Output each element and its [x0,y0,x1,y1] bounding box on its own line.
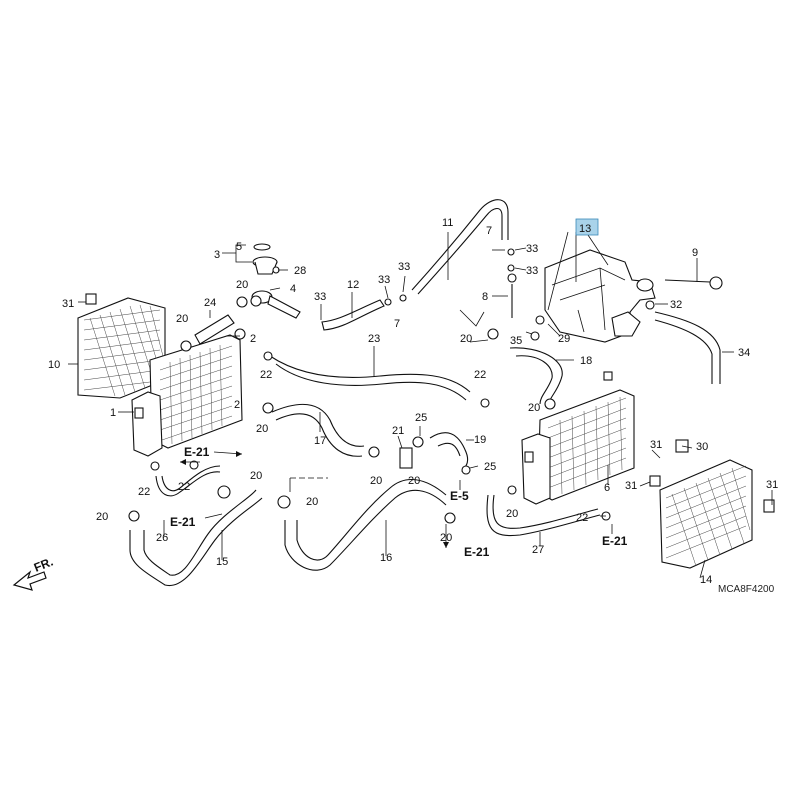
callout-25b: 25 [484,461,496,473]
filler-neck [236,290,301,319]
front-direction-arrow: FR. [12,555,55,591]
callout-35: 35 [510,335,522,347]
callout-19: 19 [474,434,486,446]
callout-2b: 2 [234,399,240,411]
callout-22d: 22 [178,481,190,493]
callout-20e: 20 [408,475,420,487]
callout-6: 6 [604,482,610,494]
callout-20c: 20 [256,423,268,435]
callout-16: 16 [380,552,392,564]
callout-18: 18 [580,355,592,367]
direction-label: FR. [32,555,55,575]
radiator-cap [252,243,280,275]
callout-33-second: 33 [526,265,538,277]
callout-22b: 22 [474,369,486,381]
callout-20i: 20 [96,511,108,523]
callout-33c: 33 [314,291,326,303]
callout-28: 28 [294,265,306,277]
callout-5: 5 [236,241,242,253]
callout-20f: 20 [460,333,472,345]
callout-20g: 20 [528,402,540,414]
callout-labels: 3 5 28 20 4 31 24 20 2 10 22 1 2 20 11 1… [48,217,778,586]
callout-12: 12 [347,279,359,291]
reserve-tank [544,249,656,343]
callout-13: 13 [579,223,591,235]
callout-29: 29 [558,333,570,345]
ref-e21-c: E-21 [464,545,490,559]
callout-32: 32 [670,299,682,311]
right-radiator-screen [659,459,753,569]
callout-34: 34 [738,347,750,359]
callout-23: 23 [368,333,380,345]
callout-25a: 25 [415,412,427,424]
callout-20h: 20 [250,470,262,482]
callout-22c: 22 [138,486,150,498]
callout-11: 11 [442,217,453,229]
callout-31d: 31 [766,479,778,491]
callout-1: 1 [110,407,116,419]
callout-15: 15 [216,556,228,568]
callout-31c: 31 [625,480,637,492]
callout-7b: 7 [486,225,492,237]
callout-2a: 2 [250,333,256,345]
ref-e21-a: E-21 [184,445,210,459]
callout-22e: 22 [576,512,588,524]
hose-clamps [85,248,775,524]
left-radiator [131,334,243,457]
diagram-code: MCA8F4200 [718,584,775,595]
callout-20k: 20 [440,532,452,544]
reference-arrows [180,309,613,548]
callout-20j: 20 [306,496,318,508]
callout-20-right: 20 [506,508,518,520]
ref-e5: E-5 [450,489,469,503]
callout-3: 3 [214,249,220,261]
callout-24: 24 [204,297,216,309]
callout-31b: 31 [650,439,662,451]
callout-4: 4 [290,283,296,295]
hoses [129,199,723,586]
callout-26: 26 [156,532,168,544]
leader-lines [68,231,773,579]
callout-21: 21 [392,425,404,437]
callout-9: 9 [692,247,698,259]
callout-30: 30 [696,441,708,453]
callout-14: 14 [700,574,712,586]
callout-22a: 22 [260,369,272,381]
ref-e21-d: E-21 [602,534,628,548]
callout-20d: 20 [370,475,382,487]
right-radiator [521,389,635,505]
callout-33b: 33 [398,261,410,273]
callout-7a: 7 [394,318,400,330]
callout-20a: 20 [236,279,248,291]
callout-10: 10 [48,359,60,371]
callout-33a: 33 [378,274,390,286]
callout-20b: 20 [176,313,188,325]
callout-8: 8 [482,291,488,303]
callout-17: 17 [314,435,326,447]
reference-labels: E-21 E-21 E-21 E-21 E-5 [170,445,628,559]
ref-e21-b: E-21 [170,515,196,529]
callout-13-highlight [575,218,599,236]
callout-27: 27 [532,544,544,556]
callout-33d: 33 [526,243,538,255]
callout-31a: 31 [62,298,74,310]
